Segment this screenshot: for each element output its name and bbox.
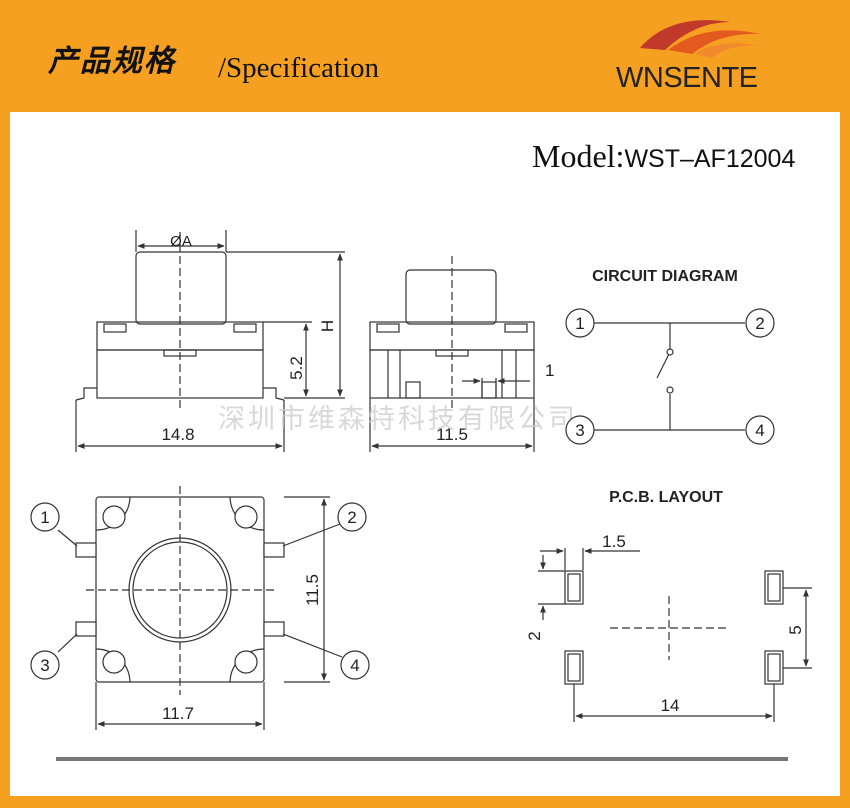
top-hole-tr <box>234 505 258 529</box>
brand-logo: WNSENTE <box>610 8 780 98</box>
pcb-layout <box>538 548 812 722</box>
side-cover-slot-left <box>376 323 400 333</box>
model-label: Model:WST–AF12004 <box>532 138 795 175</box>
top-leader-1 <box>57 529 78 547</box>
top-pin-2-label: 2 <box>347 508 356 527</box>
front-diameter-label: ØA <box>170 233 192 250</box>
pcb-pad-width-label: 1.5 <box>602 532 626 551</box>
side-width-label: 11.5 <box>436 425 468 444</box>
side-terminal-right <box>481 381 497 399</box>
pcb-row-spacing-label: 5 <box>786 625 805 634</box>
front-cover-slot-left <box>103 323 127 333</box>
front-view <box>75 230 345 452</box>
top-pin-2-circle <box>337 502 367 532</box>
pcb-pad-tl-inner <box>567 573 581 602</box>
top-leader-3 <box>57 633 78 653</box>
front-height-label: H <box>318 320 337 332</box>
side-pin-width-label: 1 <box>545 361 554 380</box>
circuit-contact-bottom <box>666 386 674 394</box>
pcb-col-spacing-label: 14 <box>661 696 680 715</box>
top-pin-1-circle <box>30 502 60 532</box>
pcb-pad-bl-inner <box>567 653 581 682</box>
circuit-switch-blade <box>656 351 671 379</box>
top-view <box>30 486 370 730</box>
top-pin-4-label: 4 <box>350 656 359 675</box>
side-cover-slot-right <box>504 323 528 333</box>
pcb-pad-height-label: 2 <box>525 631 544 640</box>
front-body-height-label: 5.2 <box>287 356 306 380</box>
top-pin-3-circle <box>30 650 60 680</box>
side-view <box>369 256 535 452</box>
front-width-label: 14.8 <box>161 425 194 444</box>
pcb-title: P.C.B. LAYOUT <box>609 489 723 506</box>
top-pin-1-label: 1 <box>40 508 49 527</box>
top-terminal-1 <box>75 542 97 558</box>
pcb-pad-br-inner <box>767 653 781 682</box>
top-leader-4 <box>282 633 343 658</box>
top-width-label: 11.7 <box>162 704 194 723</box>
pcb-pad-tr-inner <box>767 573 781 602</box>
top-leader-2 <box>282 523 341 547</box>
brand-name: WNSENTE <box>616 62 758 94</box>
circuit-title: CIRCUIT DIAGRAM <box>592 268 738 285</box>
top-hole-bl <box>102 650 126 674</box>
title-chinese: 产品规格 <box>48 44 176 79</box>
top-height-label: 11.5 <box>303 574 322 606</box>
brand-swoosh-icon <box>640 20 760 58</box>
circuit-pin-1 <box>565 308 595 338</box>
side-actuator <box>405 269 497 325</box>
front-terminal-left <box>75 387 97 401</box>
circuit-pin-1-label: 1 <box>575 314 584 333</box>
top-pin-4-circle <box>340 650 370 680</box>
title-english: /Specification <box>218 52 380 84</box>
model-prefix: Model: <box>532 138 625 174</box>
circuit-diagram <box>565 308 775 445</box>
front-cover-slot-right <box>233 323 257 333</box>
pcb-pad-tl <box>564 570 584 605</box>
top-pin-3-label: 3 <box>40 656 49 675</box>
circuit-pin-3 <box>565 415 595 445</box>
top-terminal-4 <box>263 621 285 637</box>
front-actuator <box>135 251 227 325</box>
circuit-pin-3-label: 3 <box>575 421 584 440</box>
circuit-pin-4 <box>745 415 775 445</box>
top-terminal-2 <box>263 542 285 558</box>
circuit-pin-4-label: 4 <box>755 421 764 440</box>
side-terminal-left <box>405 381 421 399</box>
bottom-divider-bar <box>56 757 788 761</box>
circuit-contact-top <box>666 348 674 356</box>
watermark-text: 深圳市维森特科技有限公司 <box>218 404 578 434</box>
header-band: 产品规格 /Specification WNSENTE <box>0 0 850 110</box>
circuit-pin-2-label: 2 <box>755 314 764 333</box>
circuit-pin-2 <box>745 308 775 338</box>
top-hole-tl <box>102 505 126 529</box>
top-hole-br <box>234 650 258 674</box>
model-number: WST–AF12004 <box>624 145 796 173</box>
top-terminal-3 <box>75 621 97 637</box>
front-terminal-right <box>263 387 285 401</box>
